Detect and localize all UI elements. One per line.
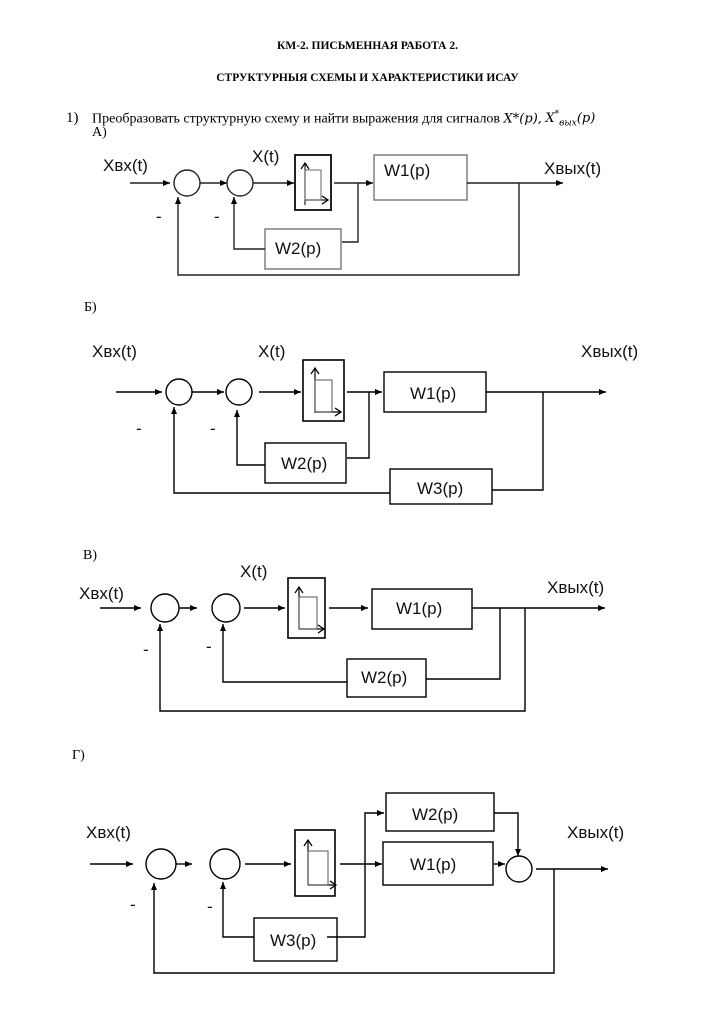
- connector: [342, 183, 359, 243]
- summing-junction-3: [505, 855, 533, 883]
- block-w1-label: W1(p): [384, 161, 430, 180]
- relay-nonlinear-block: [294, 154, 332, 211]
- task-text: Преобразовать структурную схему и найти …: [92, 111, 501, 127]
- input-label: Xвх(t): [92, 342, 137, 361]
- summing-junction-1: [173, 169, 201, 197]
- block-w2-label: W2(p): [281, 454, 327, 473]
- diagram-v-label: В): [83, 548, 97, 563]
- document-title: КМ-2. ПИСЬМЕННАЯ РАБОТА 2.: [277, 40, 458, 52]
- block-w3: [253, 917, 338, 962]
- block-w3-label: W3(p): [270, 931, 316, 950]
- summing-junction-2: [209, 848, 241, 880]
- connector: [492, 392, 544, 491]
- connector: [426, 608, 501, 680]
- relay-nonlinear-block: [302, 359, 345, 422]
- signal-x-out-star: X*вых(p): [545, 110, 596, 129]
- output-label: Xвых(t): [547, 578, 604, 597]
- task-statement: 1) Преобразовать структурную схему и найт…: [66, 110, 595, 129]
- block-w1-label: W1(p): [396, 599, 442, 618]
- feedback-inner: [234, 410, 265, 466]
- document-subtitle: СТРУКТУРНЫЯ СХЕМЫ И ХАРАКТЕРИСТИКИ ИСАУ: [216, 72, 519, 84]
- output-label: Xвых(t): [544, 159, 601, 178]
- summing-junction-1: [145, 848, 177, 880]
- summing-junction-1: [165, 378, 193, 406]
- diagram-a: Xвх(t) X(t) Xвых(t) W1(p) W2(p) - -: [103, 147, 601, 276]
- connector: [347, 392, 370, 459]
- block-w1: [371, 588, 473, 630]
- block-w2: [264, 442, 347, 484]
- block-w2: [346, 658, 427, 698]
- block-w3-label: W3(p): [417, 479, 463, 498]
- block-w1: [373, 154, 468, 201]
- feedback-outer: [171, 407, 390, 494]
- feedback-inner: [220, 882, 254, 938]
- minus-sign: -: [206, 637, 212, 656]
- minus-sign: -: [130, 895, 136, 914]
- diagram-g-label: Г): [72, 748, 85, 763]
- block-w2: [385, 792, 495, 832]
- input-label: Xвх(t): [79, 584, 124, 603]
- minus-sign: -: [156, 207, 162, 226]
- input-label: Xвх(t): [86, 823, 131, 842]
- block-w1-label: W1(p): [410, 384, 456, 403]
- summing-junction-2: [211, 593, 241, 623]
- block-w2-label: W2(p): [361, 668, 407, 687]
- diagram-b: Xвх(t) X(t) Xвых(t) W1(p) W2(p) W3(p) - …: [92, 342, 638, 505]
- task-number: 1): [66, 110, 79, 127]
- diagram-b-label: Б): [84, 300, 97, 315]
- output-label: Xвых(t): [581, 342, 638, 361]
- block-w3: [389, 468, 493, 505]
- minus-sign: -: [210, 419, 216, 438]
- feedback-inner: [231, 197, 265, 250]
- output-label: Xвых(t): [567, 823, 624, 842]
- block-w1: [382, 841, 494, 886]
- minus-sign: -: [143, 640, 149, 659]
- minus-sign: -: [214, 207, 220, 226]
- block-w2-label: W2(p): [412, 805, 458, 824]
- input-label: Xвх(t): [103, 156, 148, 175]
- relay-nonlinear-block: [287, 577, 326, 639]
- relay-nonlinear-block: [294, 829, 336, 897]
- error-label: X(t): [258, 342, 285, 361]
- block-w2-label: W2(p): [275, 239, 321, 258]
- feedback-outer: [151, 869, 555, 974]
- error-label: X(t): [240, 562, 267, 581]
- feedback-outer: [157, 608, 526, 712]
- summing-junction-2: [226, 169, 254, 197]
- minus-sign: -: [136, 419, 142, 438]
- diagram-a-label: А): [92, 125, 107, 140]
- feedback-outer: [175, 183, 520, 276]
- feedback-inner: [220, 624, 347, 683]
- summing-junction-2: [225, 378, 253, 406]
- error-label: X(t): [252, 147, 279, 166]
- summing-junction-1: [150, 593, 180, 623]
- connector: [494, 812, 521, 856]
- block-w1-label: W1(p): [410, 855, 456, 874]
- diagram-g: Xвх(t) Xвых(t) W1(p) W2(p) W3(p) - -: [86, 792, 624, 974]
- diagram-v: Xвх(t) X(t) Xвых(t) W1(p) W2(p) - -: [79, 562, 605, 712]
- minus-sign: -: [207, 897, 213, 916]
- connector: [327, 810, 384, 938]
- signal-x-star: X*(p),: [503, 111, 542, 127]
